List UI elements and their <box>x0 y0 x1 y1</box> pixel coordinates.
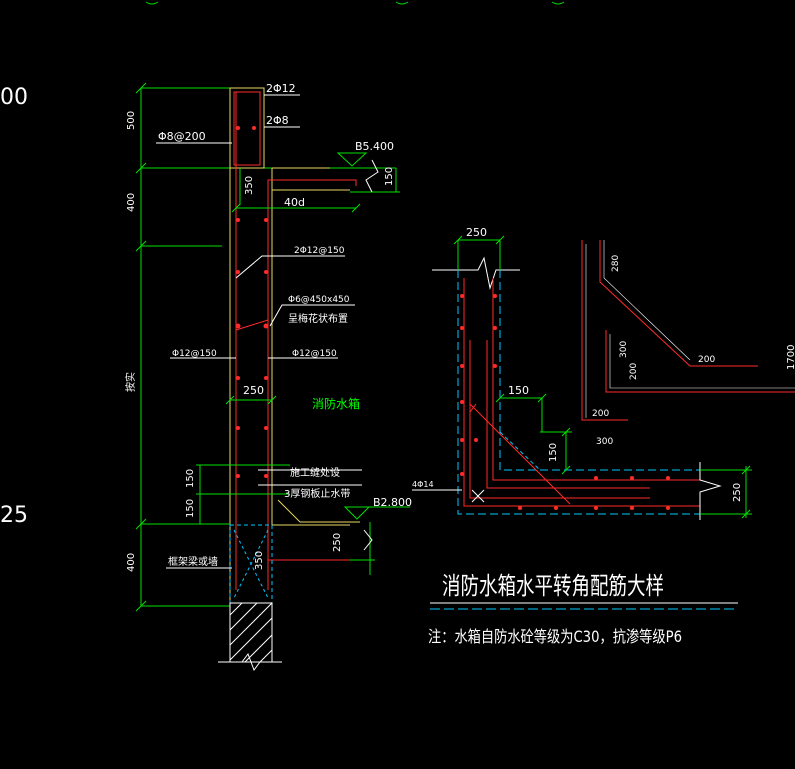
label-right-bar: Φ12@150 <box>292 349 337 359</box>
corner-break-right <box>699 462 722 520</box>
dim-150-b: 150 <box>185 499 196 518</box>
dim-350-low: 350 <box>254 551 265 570</box>
dim-150-top: 150 <box>384 167 395 186</box>
corner-outer-face <box>457 270 700 515</box>
dim-250-wall: 250 <box>243 384 264 397</box>
dim-500: 500 <box>126 111 137 130</box>
corner-dim-150-h: 150 <box>508 384 529 397</box>
label-frame: 框架梁或墙 <box>168 555 218 568</box>
corner-inner-face <box>499 270 700 471</box>
label-top-bar2: 2Φ8 <box>266 114 289 127</box>
bent-dim-200-c: 200 <box>592 409 609 419</box>
label-left-bar: Φ12@150 <box>172 349 217 359</box>
corner-detail: 250 150 150 <box>412 226 752 520</box>
dim-250-low: 250 <box>332 533 343 552</box>
bent-dim-280: 280 <box>611 255 621 272</box>
edge-label-right: 1700 <box>786 345 795 370</box>
corner-bar-label: 4Φ14 <box>412 480 434 489</box>
dim-400-bottom: 400 <box>126 553 137 572</box>
label-tie: Φ6@450x450 <box>288 295 350 305</box>
tie-bar <box>235 319 269 331</box>
label-top-bar: 2Φ12 <box>266 82 296 95</box>
top-stirrup <box>233 91 261 166</box>
bent-dim-200-a: 200 <box>698 355 715 365</box>
dim-40d: 40d <box>284 196 305 209</box>
edge-label-bottom: 25 <box>0 503 28 528</box>
label-stirrup: Φ8@200 <box>158 130 206 143</box>
bent-dim-300-b: 300 <box>596 437 613 447</box>
break-line <box>218 652 282 672</box>
drawing-note: 注：水箱自防水砼等级为C30，抗渗等级P6 <box>428 627 682 646</box>
label-tie-note: 呈梅花状布置 <box>288 312 348 325</box>
wall-section: 500 400 按实 400 <box>124 82 412 672</box>
dim-as-built: 按实 <box>124 372 137 392</box>
label-waterstop: 3厚钢板止水带 <box>284 487 350 500</box>
tank-label: 消防水箱 <box>312 396 360 411</box>
corner-dim-250: 250 <box>466 226 487 239</box>
corner-dim-250-right: 250 <box>732 483 743 502</box>
corner-break-top <box>432 256 520 290</box>
dim-350-top: 350 <box>244 176 255 195</box>
label-joint: 施工缝处设 <box>290 466 340 479</box>
bent-dim-300-a: 300 <box>619 341 629 358</box>
elev-marker-low <box>343 506 371 520</box>
elev-top: B5.400 <box>355 140 394 153</box>
waterstop-plate <box>277 499 360 523</box>
top-beam-outline <box>229 87 265 169</box>
edge-label-top: 00 <box>0 85 28 110</box>
dim-150-a: 150 <box>185 469 196 488</box>
drawing-title: 消防水箱水平转角配筋大样 <box>442 572 664 600</box>
label-hook-bar: 2Φ12@150 <box>294 246 345 256</box>
edge-mark <box>145 1 565 5</box>
elev-low: B2.800 <box>373 496 412 509</box>
dim-400: 400 <box>126 193 137 212</box>
right-vertical-bar <box>267 179 357 590</box>
corner-dim-150-v: 150 <box>548 443 559 462</box>
bent-dim-200-b: 200 <box>629 363 639 380</box>
elev-marker-top <box>336 152 368 167</box>
bent-bar-detail: 280 300 200 200 200 300 <box>581 240 795 447</box>
